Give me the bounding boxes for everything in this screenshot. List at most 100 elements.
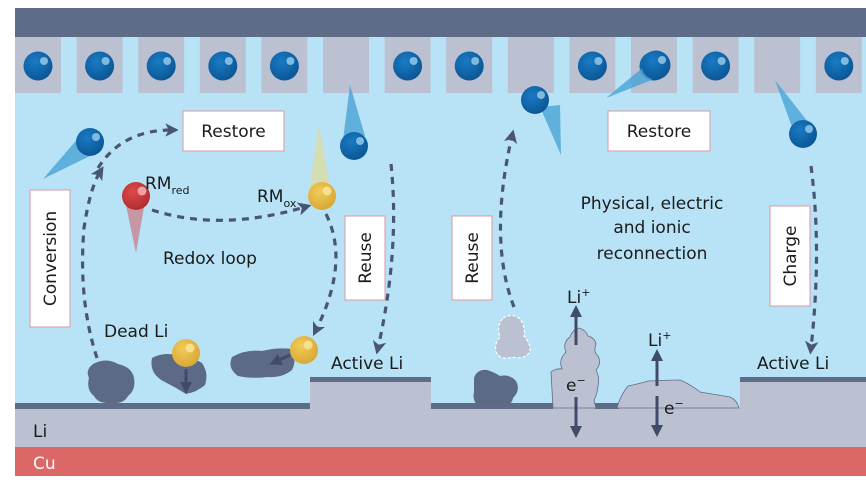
top-current-collector	[15, 8, 866, 37]
li-ion-intercalated	[269, 51, 299, 81]
li-ion-intercalated	[23, 51, 53, 81]
rm-red-sphere	[122, 182, 150, 210]
electron-label-2: e−	[664, 397, 684, 419]
li-ion-highlight	[409, 57, 418, 65]
active-li-label-right: Active Li	[757, 354, 829, 374]
li-ion-free-2	[340, 132, 368, 160]
electron-2-superscript: −	[674, 397, 683, 410]
dead-li-particle-1	[87, 360, 135, 404]
active-li-block-left	[310, 379, 431, 408]
li-ion-label-2: Li+	[648, 329, 671, 351]
li-ion-free-3	[521, 86, 549, 114]
li-metal-layer	[15, 408, 866, 448]
restore-label-right: Restore	[627, 122, 692, 142]
restore-box-left	[182, 110, 285, 152]
active-li-block-right	[740, 379, 866, 408]
restore-label-left: Restore	[201, 122, 266, 142]
charge-label: Charge	[781, 225, 801, 286]
li-ion-2-base: Li	[648, 331, 662, 351]
charge-box	[769, 205, 811, 307]
sei-line-left	[15, 403, 310, 409]
sei-line-right-raised	[740, 377, 866, 382]
rm-red-subscript: red	[171, 184, 189, 197]
li-ion-highlight	[840, 57, 849, 65]
rm-ox-tail	[309, 124, 331, 193]
electron-label-1: e−	[566, 374, 586, 396]
cu-layer-label: Cu	[33, 454, 56, 474]
rm-red-tail	[124, 196, 146, 253]
li-ion-intercalated	[577, 51, 607, 81]
li-ion-highlight	[286, 57, 295, 65]
reuse-label-left: Reuse	[356, 232, 376, 284]
reuse-box-right	[451, 215, 493, 301]
li-ion-highlight	[717, 57, 726, 65]
dead-li-particle-4	[473, 369, 518, 406]
conversion-arrow	[80, 166, 104, 359]
li-ion-highlight	[594, 57, 603, 65]
li-ion-intercalated	[454, 51, 484, 81]
rm-red-base: RM	[145, 174, 171, 194]
host-tiles	[15, 37, 862, 93]
rm-ox-sphere-on-dead-li-1	[172, 339, 200, 367]
li-ion-free-1	[76, 128, 104, 156]
li-ion-intercalated	[393, 51, 423, 81]
restored-li-ghost	[494, 314, 531, 359]
dead-li-label: Dead Li	[104, 322, 168, 342]
redox-loop-label: Redox loop	[163, 249, 257, 269]
reuse-box-left	[344, 215, 386, 301]
restore-arrow-left	[96, 123, 179, 169]
rm-red-label: RMred	[145, 174, 190, 197]
active-li-label-left: Active Li	[331, 354, 403, 374]
conversion-box	[29, 189, 71, 328]
li-ion-free-5	[789, 120, 817, 148]
sei-line-left-raised	[310, 377, 431, 382]
li-ion-tail-2	[343, 85, 365, 140]
rm-ox-label: RMox	[257, 187, 297, 210]
li-ion-tail-5	[775, 80, 808, 127]
electron-transfer-arrow-left	[269, 353, 291, 365]
li-ion-highlight	[101, 57, 110, 65]
rm-ox-sphere	[308, 182, 336, 210]
charge-arrow	[805, 165, 819, 355]
host-tile	[323, 37, 369, 93]
li-ion-highlight	[224, 57, 233, 65]
li-ion-1-superscript: +	[581, 286, 590, 299]
conversion-label: Conversion	[41, 211, 61, 306]
li-ion-free-4	[641, 50, 671, 80]
li-ion-intercalated	[146, 51, 176, 81]
li-ion-intercalated	[85, 51, 115, 81]
li-ion-1-base: Li	[567, 288, 581, 308]
electron-1-base: e	[566, 376, 576, 396]
li-ion-highlight	[40, 57, 48, 65]
li-ion-highlight	[163, 57, 172, 65]
electron-2-base: e	[664, 399, 674, 419]
reconnected-li-dendrite	[550, 327, 600, 409]
reuse-arrow-left	[372, 163, 396, 355]
reconnected-li-mound	[616, 379, 740, 409]
li-layer-label: Li	[33, 422, 47, 442]
sei-line-middle-b	[595, 403, 619, 409]
reconnection-label-line2: and ionic	[613, 218, 690, 238]
electron-1-superscript: −	[576, 374, 585, 387]
host-tile	[507, 37, 554, 93]
li-ion-tail-3	[540, 105, 561, 155]
reconnection-label-line3: reconnection	[597, 244, 708, 264]
restore-box-right	[607, 110, 711, 152]
li-ion-2-superscript: +	[662, 329, 671, 342]
rm-ox-base: RM	[257, 187, 283, 207]
li-ion-intercalated	[208, 51, 238, 81]
li-ion-intercalated	[701, 51, 731, 81]
li-ion-highlight	[471, 57, 480, 65]
cu-foil-layer	[15, 447, 866, 476]
reuse-arrow-rm	[312, 213, 338, 337]
reconnection-label-line1: Physical, electric	[581, 194, 724, 214]
li-ion-label-1: Li+	[567, 286, 590, 308]
rm-ox-sphere-on-dead-li-2	[290, 336, 318, 364]
redox-loop-arrow	[151, 202, 312, 222]
reuse-label-right: Reuse	[463, 232, 483, 284]
reuse-arrow-right	[498, 129, 518, 308]
li-ion-intercalated	[824, 51, 854, 81]
li-ion-tail-4	[606, 64, 652, 98]
rm-ox-subscript: ox	[283, 197, 296, 210]
